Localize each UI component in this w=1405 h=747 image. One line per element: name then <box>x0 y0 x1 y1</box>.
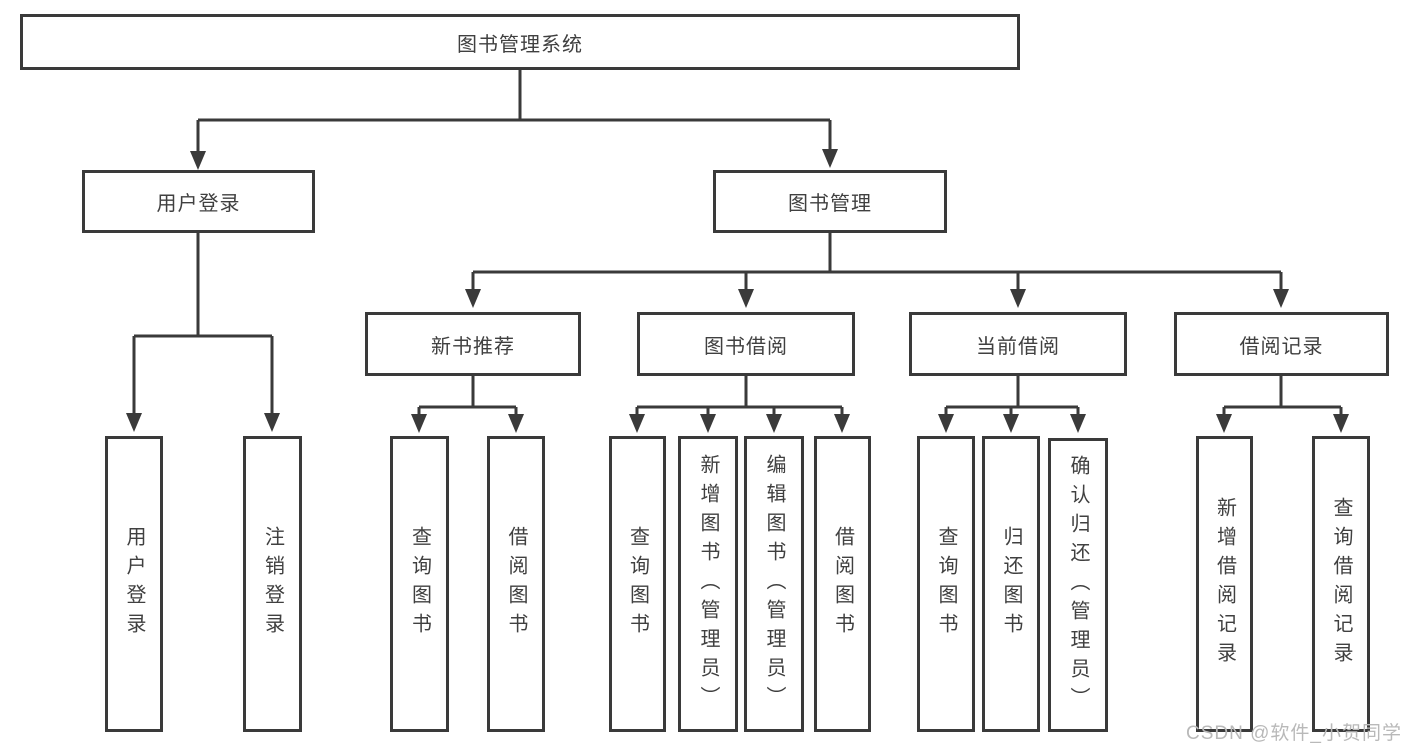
leaf-user-login: 用户登录 <box>105 436 163 732</box>
arrowhead-icon <box>766 414 782 433</box>
arrowhead-icon <box>1003 414 1019 433</box>
connector-borrow-record <box>1216 376 1349 433</box>
node-borrow-record: 借阅记录 <box>1174 312 1389 376</box>
connector-new-book <box>411 376 524 433</box>
watermark: CSDN @软件_小贺同学 <box>1186 723 1402 744</box>
node-user-login: 用户登录 <box>82 170 315 233</box>
arrowhead-icon <box>126 413 142 432</box>
connector-root <box>190 70 838 170</box>
arrowhead-icon <box>629 414 645 433</box>
arrowhead-icon <box>1216 414 1232 433</box>
leaf-borrow-book-1: 借阅图书 <box>487 436 545 732</box>
arrowhead-icon <box>1333 414 1349 433</box>
arrowhead-icon <box>938 414 954 433</box>
node-book-mgmt: 图书管理 <box>713 170 947 233</box>
leaf-add-book-admin: 新增图书（管理员） <box>678 436 738 732</box>
arrowhead-icon <box>700 414 716 433</box>
leaf-borrow-book-2: 借阅图书 <box>814 436 871 732</box>
arrowhead-icon <box>738 289 754 308</box>
leaf-add-borrow-record: 新增借阅记录 <box>1196 436 1253 732</box>
arrowhead-icon <box>822 149 838 168</box>
arrowhead-icon <box>1010 289 1026 308</box>
arrowhead-icon <box>411 414 427 433</box>
leaf-query-book-2: 查询图书 <box>609 436 666 732</box>
node-root: 图书管理系统 <box>20 14 1020 70</box>
arrowhead-icon <box>465 289 481 308</box>
connector-current-borrow <box>938 376 1086 433</box>
leaf-query-borrow-record: 查询借阅记录 <box>1312 436 1370 732</box>
leaf-logout: 注销登录 <box>243 436 302 732</box>
connector-book-mgmt <box>465 233 1289 308</box>
arrowhead-icon <box>190 151 206 170</box>
leaf-query-book-1: 查询图书 <box>390 436 449 732</box>
arrowhead-icon <box>1070 414 1086 433</box>
leaf-return-book: 归还图书 <box>982 436 1040 732</box>
connector-user-login <box>126 233 280 432</box>
arrowhead-icon <box>264 413 280 432</box>
leaf-confirm-return-admin: 确认归还（管理员） <box>1048 438 1108 732</box>
node-current-borrow: 当前借阅 <box>909 312 1127 376</box>
leaf-edit-book-admin: 编辑图书（管理员） <box>744 436 804 732</box>
leaf-query-book-3: 查询图书 <box>917 436 975 732</box>
arrowhead-icon <box>834 414 850 433</box>
arrowhead-icon <box>508 414 524 433</box>
node-new-book-rec: 新书推荐 <box>365 312 581 376</box>
connector-book-borrow <box>629 376 850 433</box>
node-book-borrow: 图书借阅 <box>637 312 855 376</box>
arrowhead-icon <box>1273 289 1289 308</box>
